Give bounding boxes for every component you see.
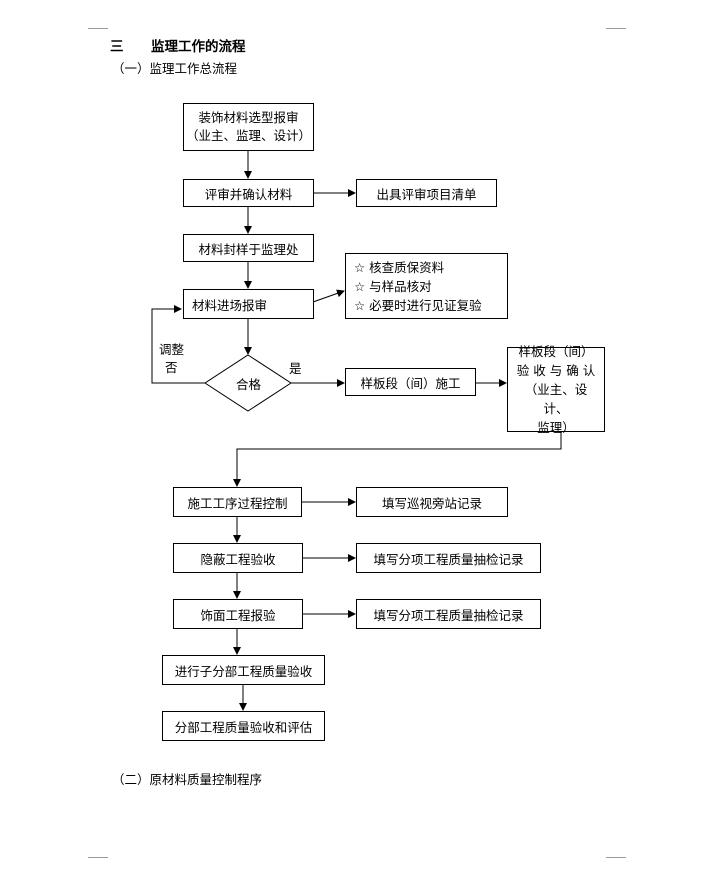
check-item: ☆ 与样品核对 — [354, 278, 432, 294]
page-corner-mark — [606, 857, 626, 866]
box-line: 样板段（间） — [518, 344, 594, 359]
section-title: 监理工作的流程 — [151, 39, 246, 55]
finish-works-review-box: 饰面工程报验 — [173, 599, 303, 629]
decision-label: 合格 — [236, 377, 262, 392]
review-item-list-box: 出具评审项目清单 — [356, 179, 497, 207]
subsection-heading-2: （二）原材料质量控制程序 — [112, 772, 263, 787]
material-sealed-sample-box: 材料封样于监理处 — [183, 234, 314, 262]
division-acceptance-evaluation-box: 分部工程质量验收和评估 — [162, 711, 325, 741]
yes-label: 是 — [289, 361, 302, 376]
material-entry-review-box: 材料进场报审 — [183, 289, 314, 319]
section-number: 三 — [110, 39, 124, 55]
subsection-heading-1: （一）监理工作总流程 — [112, 61, 238, 76]
material-selection-review-box: 装饰材料选型报审 （业主、监理、设计） — [183, 103, 314, 151]
page-corner-mark — [606, 20, 626, 29]
no-label: 否 — [165, 360, 178, 375]
concealed-works-acceptance-box: 隐蔽工程验收 — [173, 543, 303, 573]
process-control-box: 施工工序过程控制 — [173, 487, 302, 517]
review-confirm-material-box: 评审并确认材料 — [183, 179, 314, 207]
page-corner-mark — [88, 857, 108, 866]
box-line: （业主、监理、设计） — [185, 128, 311, 143]
box-line: 验 收 与 确 认 — [516, 363, 596, 378]
box-line: （业主、设计、 — [524, 382, 588, 416]
box-line: 监理） — [537, 420, 575, 435]
check-item: ☆ 核查质保资料 — [354, 259, 445, 275]
patrol-record-box: 填写巡视旁站记录 — [356, 487, 508, 517]
sample-section-construction-box: 样板段（间）施工 — [345, 368, 476, 396]
adjust-label: 调整 — [159, 342, 185, 357]
sample-acceptance-box: 样板段（间） 验 收 与 确 认 （业主、设计、 监理） — [507, 344, 605, 435]
sub-division-acceptance-box: 进行子分部工程质量验收 — [162, 655, 325, 685]
quality-check-record-box: 填写分项工程质量抽检记录 — [356, 599, 541, 629]
page-corner-mark — [88, 20, 108, 29]
quality-check-record-box: 填写分项工程质量抽检记录 — [356, 543, 541, 573]
inspection-checks-box: ☆ 核查质保资料 ☆ 与样品核对 ☆ 必要时进行见证复验 — [345, 253, 508, 319]
check-item: ☆ 必要时进行见证复验 — [354, 297, 482, 313]
box-line: 装饰材料选型报审 — [198, 110, 299, 125]
